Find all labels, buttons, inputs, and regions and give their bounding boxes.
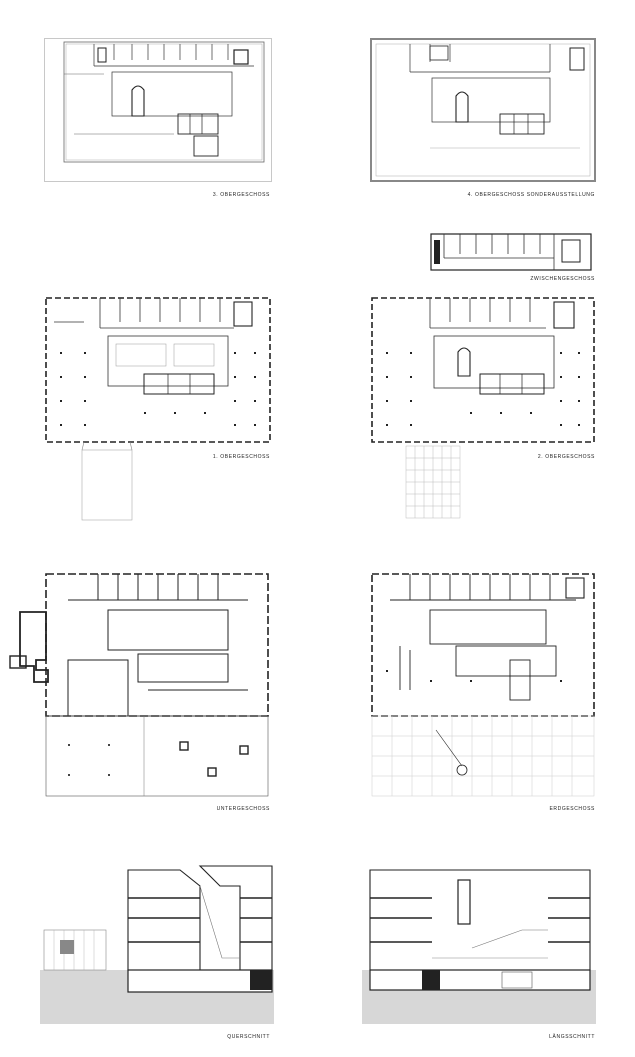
plan-untergeschoss — [8, 570, 272, 798]
plan-zwischengeschoss — [430, 232, 592, 272]
plan-erdgeschoss-drawing — [371, 573, 595, 797]
caption-erdgeschoss: ERDGESCHOSS — [549, 806, 595, 812]
caption-laengsschnitt: LÄNGSSCHNITT — [549, 1034, 595, 1040]
section-laengsschnitt — [362, 858, 596, 1024]
section-querschnitt-drawing — [40, 865, 274, 1024]
caption-3-obergeschoss: 3. OBERGESCHOSS — [212, 192, 270, 198]
plan-1-obergeschoss-drawing — [45, 297, 271, 521]
section-querschnitt — [40, 858, 274, 1024]
plan-4-obergeschoss-drawing — [370, 38, 596, 182]
caption-untergeschoss: UNTERGESCHOSS — [216, 806, 270, 812]
plan-3-obergeschoss — [44, 38, 272, 182]
plan-4-obergeschoss — [370, 38, 596, 182]
plan-1-obergeschoss — [44, 296, 272, 522]
plan-2-obergeschoss — [370, 296, 596, 522]
caption-1-obergeschoss: 1. OBERGESCHOSS — [212, 454, 270, 460]
plan-erdgeschoss — [370, 570, 596, 798]
section-laengsschnitt-drawing — [362, 869, 596, 1024]
caption-querschnitt: QUERSCHNITT — [227, 1034, 270, 1040]
plan-2-obergeschoss-drawing — [371, 297, 595, 519]
caption-2-obergeschoss: 2. OBERGESCHOSS — [537, 454, 595, 460]
plan-3-obergeschoss-drawing — [44, 38, 272, 182]
caption-4-obergeschoss: 4. OBERGESCHOSS SONDERAUSSTELLUNG — [467, 192, 595, 198]
caption-zwischengeschoss: ZWISCHENGESCHOSS — [530, 276, 595, 282]
plan-untergeschoss-drawing — [9, 573, 269, 797]
plan-zwischengeschoss-drawing — [430, 233, 592, 271]
